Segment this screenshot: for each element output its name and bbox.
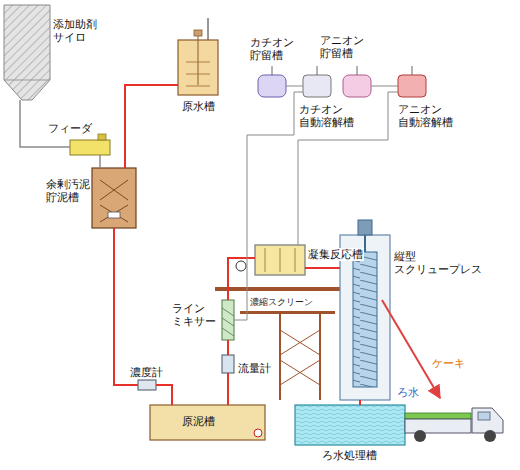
annotation-label: 濃縮スクリーン [250,297,313,308]
equipment-node: カチオン 自動溶解槽 [303,75,331,97]
equipment-label: 原水槽 [182,100,215,113]
equipment-label: フィーダ [48,122,92,135]
excess-sludge-tank [92,168,136,228]
equipment-label: カチオン 貯留槽 [250,36,294,61]
label-holder: ケーキ [432,357,465,370]
equipment-node: 原泥槽 [150,405,265,440]
pump [254,429,262,437]
equipment-node: 凝集反応槽 [255,245,305,275]
platform [215,287,340,400]
equipment-node: 原水槽 [178,40,218,95]
equipment-label: ろ水処理槽 [322,449,377,462]
equipment-node: ライン ミキサー [222,300,234,340]
raw-sludge-tank [150,405,265,440]
mixer-elements [222,308,234,336]
equipment-label: アニオン 貯留槽 [320,34,364,59]
equipment-node: アニオン 自動溶解槽 [398,75,426,97]
equipment-node: 添加助剤 サイロ [4,5,50,100]
label-holder: ろ水 [397,386,419,399]
pipe-connector [286,86,303,87]
equipment-label: 濃度計 [130,366,163,379]
equipment-label: アニオン 自動溶解槽 [398,103,453,128]
equipment-node: カチオン 貯留槽 [258,75,286,97]
pipe-connector [125,85,178,168]
chemical-tanks [258,66,426,97]
pipe-connector [234,92,303,320]
equipment-label: ライン ミキサー [172,302,216,327]
pipe-connector [114,228,138,385]
pipe-connector [156,385,172,405]
equipment-label: 凝集反応槽 [307,248,364,261]
pipe-connector [298,92,398,245]
pipe-connector [359,400,361,405]
pipe-connector [227,373,229,405]
flow-meter [222,355,234,373]
equipment-label: カチオン 自動溶解槽 [299,103,354,128]
screw-press [340,220,390,400]
equipment-node: 流量計 [222,355,234,373]
equipment-node: 濃度計 [138,380,156,390]
pipe-connector [227,340,229,355]
pressure-gauge [236,261,246,271]
pipe-connector [99,155,101,168]
equipment-node: 縦型 スクリュープレス [340,235,390,400]
equipment-label: 添加助剤 サイロ [53,18,97,43]
density-meter [138,380,156,390]
line-mixer [222,300,234,340]
reaction-tank [236,245,305,275]
raw-water-tank [178,18,218,95]
cake-chute [382,300,440,398]
pipe-connector [371,86,398,87]
annotation-label: ケーキ [432,357,465,370]
equipment-node: アニオン 貯留槽 [343,75,371,97]
equipment-node: ろ水処理槽 [295,405,405,445]
silo [4,5,50,100]
pipe-connector [228,258,255,300]
truck [405,408,503,442]
valve [108,212,120,218]
label-holder: 濃縮スクリーン [250,297,313,308]
equipment-label: 流量計 [238,362,271,375]
equipment-node: 余剰汚泥 貯泥槽 [92,168,136,228]
filtrate-tank [295,405,405,445]
annotation-label: ろ水 [397,386,419,399]
equipment-label: 縦型 スクリュープレス [394,250,482,275]
feeder [70,134,110,155]
equipment-label: 原泥槽 [182,415,215,428]
pipe-connector [305,267,340,269]
equipment-label: 余剰汚泥 貯泥槽 [46,178,90,203]
equipment-node: フィーダ [70,140,110,155]
